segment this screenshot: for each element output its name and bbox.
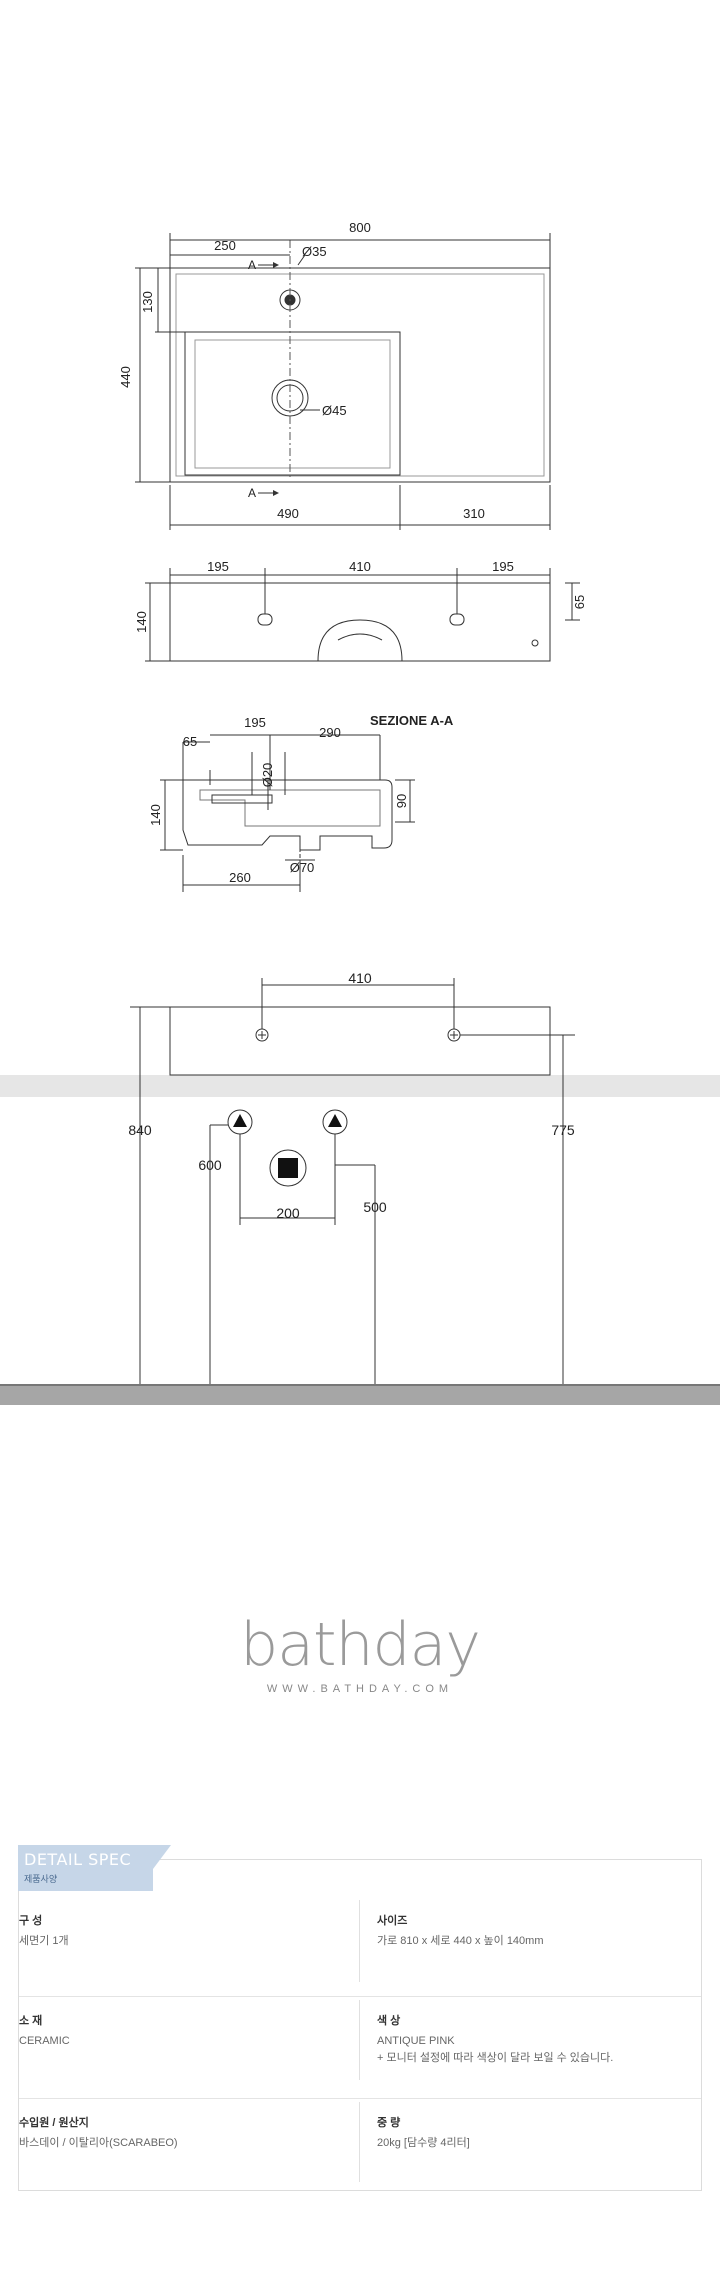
spec-tab: DETAIL SPEC 제품사양 xyxy=(18,1845,171,1891)
spec-cell-weight: 중 량 20kg [담수량 4리터] xyxy=(377,2114,470,2152)
sec-dim-90: 90 xyxy=(394,794,409,808)
spec-label: 중 량 xyxy=(377,2117,401,2129)
install-view xyxy=(130,978,575,1385)
spec-label: 수입원 / 원산지 xyxy=(19,2117,89,2129)
spec-note: + 모니터 설정에 따라 색상이 달라 보일 수 있습니다. xyxy=(377,2052,614,2064)
spec-label: 구 성 xyxy=(19,1915,43,1927)
spec-tab-title: DETAIL SPEC xyxy=(24,1850,132,1869)
inst-dim-600: 600 xyxy=(198,1157,222,1173)
supply-right-icon xyxy=(328,1114,342,1127)
section-marker-bottom: A xyxy=(248,486,256,500)
section-view xyxy=(160,734,415,892)
spec-cell-composition: 구 성 세면기 1개 xyxy=(19,1912,69,1950)
spec-value: ANTIQUE PINK xyxy=(377,2035,455,2047)
spec-tab-subtitle: 제품사양 xyxy=(24,1874,58,1884)
drain-icon xyxy=(278,1158,298,1178)
front-view xyxy=(145,568,580,662)
spec-value: 바스데이 / 이탈리아(SCARABEO) xyxy=(19,2137,178,2149)
front-dim-height: 140 xyxy=(134,611,149,633)
front-dim-left: 195 xyxy=(207,559,229,574)
floor xyxy=(0,1385,720,1405)
sec-dim-d20: Ø20 xyxy=(260,763,275,788)
spec-label: 색 상 xyxy=(377,2015,401,2027)
spec-cell-size: 사이즈 가로 810 x 세로 440 x 높이 140mm xyxy=(377,1912,544,1950)
sec-dim-290: 290 xyxy=(319,725,341,740)
brand-url: WWW.BATHDAY.COM xyxy=(266,1683,454,1695)
spec-value: 20kg [담수량 4리터] xyxy=(377,2137,470,2149)
inst-dim-200: 200 xyxy=(276,1205,300,1221)
wall-band xyxy=(0,1075,720,1097)
dim-depth: 440 xyxy=(118,366,133,388)
inst-dim-500: 500 xyxy=(363,1199,387,1215)
front-dim-center: 410 xyxy=(349,559,371,574)
inst-dim-775: 775 xyxy=(551,1122,575,1138)
supply-left-icon xyxy=(233,1114,247,1127)
sec-dim-195: 195 xyxy=(244,715,266,730)
inst-dim-840: 840 xyxy=(128,1122,152,1138)
front-dim-right: 195 xyxy=(492,559,514,574)
technical-drawings: 800 250 Ø35 A A 130 440 Ø45 490 310 195 … xyxy=(0,220,720,1405)
brand-block: bathday WWW.BATHDAY.COM xyxy=(0,1615,720,1695)
dim-shelf: 310 xyxy=(463,506,485,521)
sec-dim-260: 260 xyxy=(229,870,251,885)
top-view xyxy=(135,233,551,530)
dim-tap-offset: 250 xyxy=(214,238,236,253)
spec-table: 구 성 세면기 1개 사이즈 가로 810 x 세로 440 x 높이 140m… xyxy=(18,1859,702,2191)
sec-dim-65: 65 xyxy=(183,734,197,749)
dim-back: 130 xyxy=(140,291,155,313)
spec-cell-origin: 수입원 / 원산지 바스데이 / 이탈리아(SCARABEO) xyxy=(19,2114,178,2152)
section-title: SEZIONE A-A xyxy=(370,713,454,728)
dim-bowl: 490 xyxy=(277,506,299,521)
inst-dim-410: 410 xyxy=(348,970,372,986)
front-dim-hole-height: 65 xyxy=(572,595,587,609)
spec-cell-color: 색 상 ANTIQUE PINK + 모니터 설정에 따라 색상이 달라 보일 … xyxy=(377,2012,613,2067)
sec-dim-d70: Ø70 xyxy=(290,860,315,875)
spec-value: 세면기 1개 xyxy=(19,1935,69,1947)
section-marker-top: A xyxy=(248,258,256,272)
spec-value: 가로 810 x 세로 440 x 높이 140mm xyxy=(377,1935,544,1947)
spec-value: CERAMIC xyxy=(19,2035,70,2047)
brand-logo: bathday xyxy=(240,1610,481,1680)
sec-dim-140: 140 xyxy=(148,804,163,826)
spec-cell-material: 소 재 CERAMIC xyxy=(19,2012,70,2050)
dim-width: 800 xyxy=(349,220,371,235)
dim-drain: Ø45 xyxy=(322,403,347,418)
spec-label: 소 재 xyxy=(19,2015,43,2027)
dim-hole: Ø35 xyxy=(302,244,327,259)
spec-label: 사이즈 xyxy=(377,1915,408,1927)
